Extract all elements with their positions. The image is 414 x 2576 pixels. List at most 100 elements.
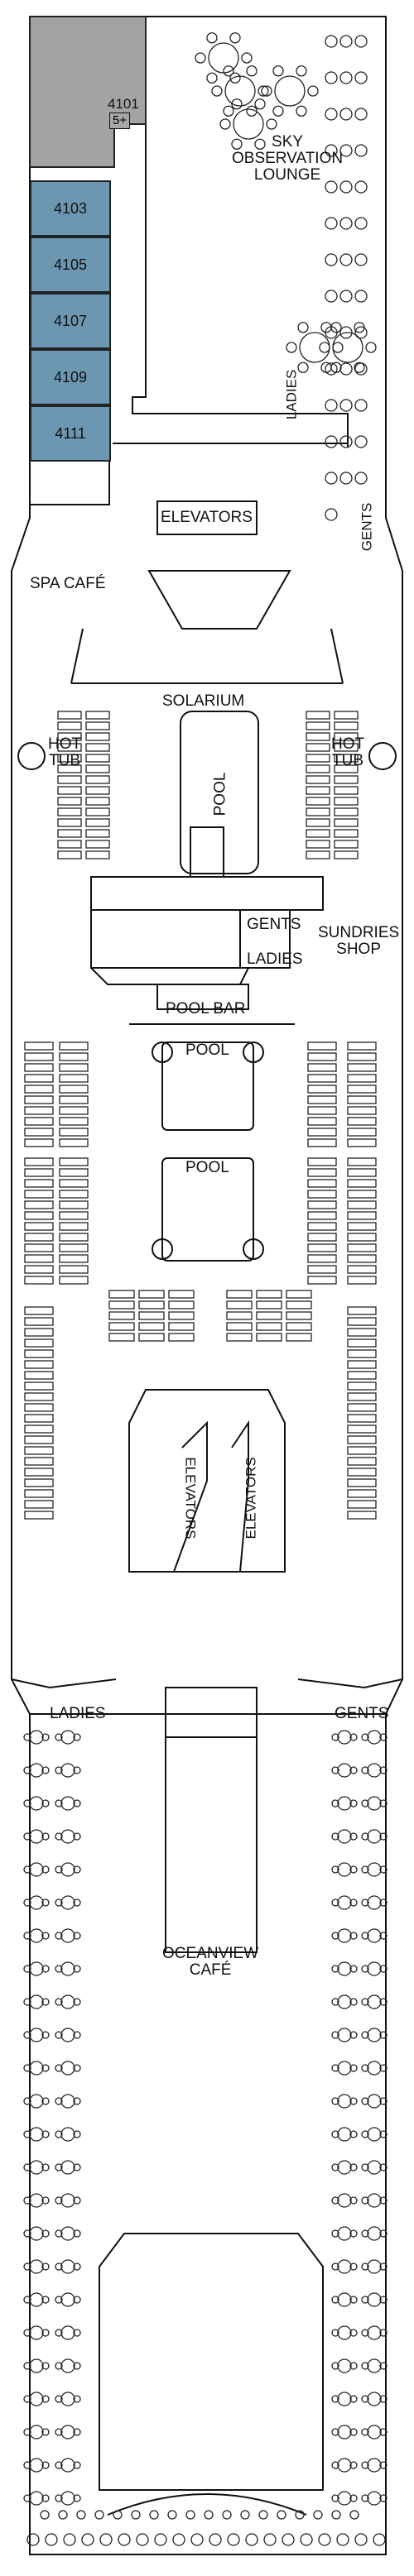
pool-1-label: POOL <box>185 1041 229 1059</box>
lounge-chair <box>339 290 353 303</box>
cafe-chair <box>379 2494 388 2502</box>
ladies-mid-label: LADIES <box>247 950 303 968</box>
lounge-chair <box>325 71 338 84</box>
cafe-table <box>60 1796 75 1811</box>
cafe-table <box>29 2094 44 2109</box>
deck-lounger <box>307 1074 337 1083</box>
lounge-chair <box>339 144 353 157</box>
deck-lounger <box>307 1168 337 1177</box>
lounge-chair <box>354 108 368 121</box>
cafe-table <box>367 1895 382 1910</box>
cafe-chair <box>361 1766 369 1774</box>
cafe-chair <box>55 2296 63 2304</box>
cafe-table <box>63 2533 76 2546</box>
cabin-4109: 4109 <box>30 349 111 405</box>
lounge-chair <box>319 342 330 353</box>
deck-lounger <box>307 1200 337 1209</box>
cafe-chair <box>349 2428 358 2436</box>
pool-bar-label: POOL BAR <box>166 1000 246 1017</box>
cafe-chair <box>331 2395 339 2403</box>
lounge-chair <box>354 144 368 157</box>
cafe-chair <box>55 1766 63 1774</box>
cafe-chair <box>41 2296 50 2304</box>
deck-lounger <box>347 1457 377 1466</box>
cabin-4103: 4103 <box>30 180 111 237</box>
deck-lounger <box>347 1478 377 1487</box>
lounge-chair <box>332 342 344 353</box>
cafe-chair <box>331 1965 339 1973</box>
cafe-chair <box>361 2362 369 2370</box>
deck-lounger <box>24 1265 54 1274</box>
cafe-chair <box>349 2296 358 2304</box>
deck-lounger <box>57 764 82 773</box>
deck-lounger <box>307 1190 337 1199</box>
deck-lounger <box>347 1179 377 1188</box>
deck-lounger <box>347 1074 377 1083</box>
lounge-chair <box>339 399 353 412</box>
lounge-chair <box>325 108 338 121</box>
cafe-table <box>29 2491 44 2506</box>
deck-lounger <box>85 764 110 773</box>
cafe-table <box>367 2491 382 2506</box>
deck-lounger <box>85 775 110 784</box>
cafe-chair <box>379 1766 388 1774</box>
cafe-chair <box>379 1965 388 1973</box>
deck-lounger <box>306 775 330 784</box>
cafe-chair <box>379 1799 388 1808</box>
gents-top-label: GENTS <box>359 502 375 552</box>
cafe-chair <box>23 2296 31 2304</box>
deck-lounger <box>306 829 330 838</box>
lounge-chair <box>229 32 241 44</box>
cafe-table <box>337 2425 352 2440</box>
cafe-chair <box>331 2494 339 2502</box>
deck-lounger <box>108 1333 135 1342</box>
cafe-chair <box>73 2130 81 2138</box>
deck-lounger <box>24 1117 54 1126</box>
lounge-chair <box>325 180 338 194</box>
lounge-chair <box>266 118 277 130</box>
deck-lounger <box>59 1157 89 1166</box>
cafe-chair <box>73 1832 81 1841</box>
cafe-chair <box>23 1965 31 1973</box>
pool-2-outline <box>161 1157 254 1262</box>
lounge-chair <box>339 362 353 376</box>
cafe-chair <box>41 1965 50 1973</box>
cafe-chair <box>349 2461 358 2469</box>
lounge-chair <box>231 98 243 110</box>
cafe-chair <box>55 2362 63 2370</box>
deck-lounger <box>307 1276 337 1285</box>
deck-lounger <box>347 1500 377 1509</box>
deck-lounger <box>347 1200 377 1209</box>
cafe-table <box>29 2292 44 2307</box>
deck-lounger <box>256 1290 282 1299</box>
cafe-chair <box>331 1832 339 1841</box>
deck-lounger <box>57 807 82 816</box>
cafe-chair <box>379 2097 388 2105</box>
deck-lounger <box>85 807 110 816</box>
cafe-chair <box>349 2130 358 2138</box>
deck-lounger <box>24 1371 54 1380</box>
cafe-chair <box>379 1998 388 2006</box>
deck-lounger <box>59 1233 89 1242</box>
cafe-table <box>60 1763 75 1778</box>
cafe-table <box>367 2392 382 2406</box>
lounge-chair <box>354 435 368 448</box>
cafe-chair <box>23 2461 31 2469</box>
cafe-table <box>337 2458 352 2473</box>
cafe-chair <box>41 2461 50 2469</box>
cafe-table <box>29 2028 44 2042</box>
cafe-table <box>60 2226 75 2241</box>
deck-lounger <box>59 1179 89 1188</box>
cafe-chair <box>41 2130 50 2138</box>
deck-lounger <box>85 732 110 741</box>
cafe-chair <box>23 1832 31 1841</box>
cabin-4105: 4105 <box>30 237 111 293</box>
deck-lounger <box>347 1052 377 1061</box>
lounge-chair <box>339 217 353 230</box>
lounge-chair <box>231 138 243 150</box>
deck-lounger <box>59 1200 89 1209</box>
lounge-chair <box>354 180 368 194</box>
cafe-chair <box>73 2229 81 2238</box>
deck-lounger <box>347 1446 377 1455</box>
